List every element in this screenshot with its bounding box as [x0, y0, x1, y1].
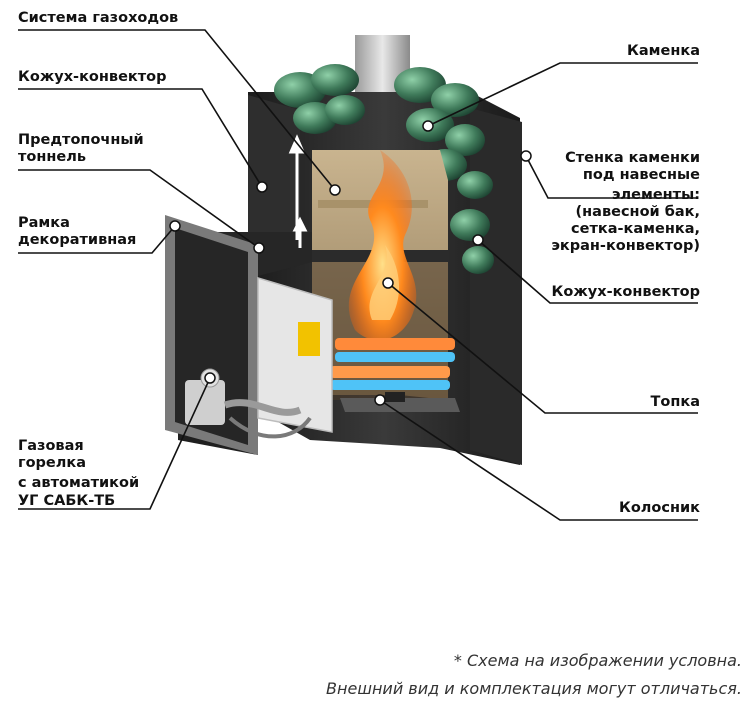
marker-dot: [382, 277, 394, 289]
leader-stone-heater: [427, 62, 698, 127]
label-decorative-frame-line2: декоративная: [18, 232, 137, 248]
label-pre-firebox-tunnel: Предтопочный тоннель: [18, 132, 144, 166]
label-heater-wall-line3: элементы:: [611, 187, 700, 203]
label-gas-burner-line1: Газовая: [18, 438, 84, 454]
footnote-line2: Внешний вид и комплектация могут отличат…: [326, 679, 742, 698]
marker-dot: [204, 372, 216, 384]
leader-casing-convector-left: [18, 88, 263, 188]
label-heater-wall: Стенка каменки под навесные элементы: (н…: [551, 150, 700, 255]
leader-gas-flue-system: [18, 29, 336, 191]
label-firebox: Топка: [650, 394, 701, 410]
label-gas-burner-line2: горелка: [18, 455, 86, 471]
label-heater-wall-line2: под навесные: [582, 167, 700, 183]
label-pre-firebox-tunnel-line1: Предтопочный: [18, 132, 144, 148]
leader-heater-wall: [525, 155, 698, 199]
leader-pre-firebox-tunnel: [18, 169, 260, 249]
burner-flames: [330, 338, 455, 390]
marker-dot: [472, 234, 484, 246]
stone-heater-stones: [274, 64, 494, 274]
label-gas-burner: Газовая горелка с автоматикой УГ САБК-ТБ: [18, 438, 139, 510]
marker-dot: [253, 242, 265, 254]
label-pre-firebox-tunnel-line2: тоннель: [18, 149, 87, 165]
label-heater-wall-line6: экран-конвектор): [551, 238, 700, 254]
leader-grate: [379, 399, 698, 521]
firebox-door: [257, 276, 333, 433]
gas-burner-automatics: [185, 368, 312, 439]
label-casing-convector-left: Кожух-конвектор: [18, 69, 167, 85]
label-casing-convector-right: Кожух-конвектор: [551, 284, 700, 300]
label-gas-burner-line4: УГ САБК-ТБ: [18, 493, 116, 509]
leader-gas-burner: [18, 377, 211, 510]
marker-dot: [520, 150, 532, 162]
leader-firebox: [387, 282, 698, 414]
marker-dot: [169, 220, 181, 232]
leader-casing-convector-right: [477, 239, 698, 304]
label-heater-wall-line1: Стенка каменки: [565, 150, 700, 166]
label-gas-burner-line3: с автоматикой: [18, 475, 140, 491]
convection-arrows: [288, 134, 308, 248]
marker-dot: [374, 394, 386, 406]
label-heater-wall-line4: (навесной бак,: [575, 204, 700, 220]
marker-dot: [256, 181, 268, 193]
leader-decorative-frame: [18, 225, 176, 254]
marker-dot: [422, 120, 434, 132]
label-decorative-frame: Рамка декоративная: [18, 215, 136, 249]
grate: [340, 392, 460, 412]
footnote-line1: * Схема на изображении условна.: [453, 651, 742, 670]
label-heater-wall-line5: сетка-каменка,: [571, 221, 700, 237]
marker-dot: [329, 184, 341, 196]
label-stone-heater: Каменка: [627, 43, 700, 59]
label-grate: Колосник: [618, 500, 700, 516]
label-decorative-frame-line1: Рамка: [18, 215, 70, 231]
label-gas-flue-system: Система газоходов: [18, 10, 179, 26]
